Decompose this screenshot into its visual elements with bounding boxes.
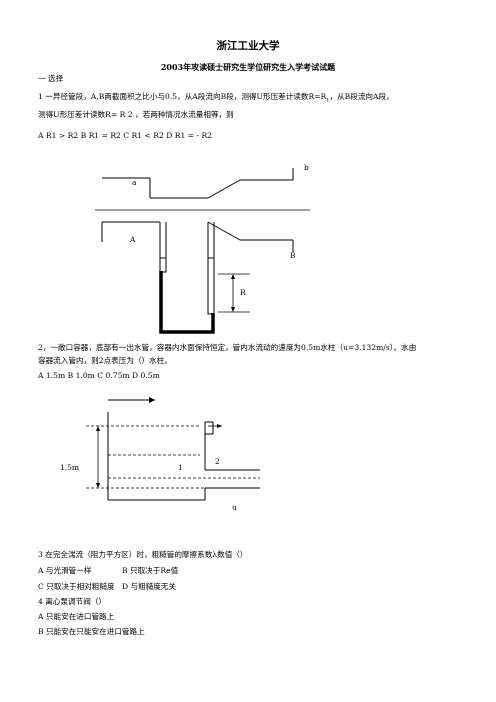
q3-line1: 3 在完全湍流（阻力平方区）时，粗糙管的摩擦系数λ数值（）	[38, 550, 248, 559]
q3-optB: B 只取决于Re值	[122, 566, 179, 575]
section-title: 一 选择	[38, 74, 64, 83]
q3-optD: D 与粗糙度无关	[122, 582, 177, 591]
fig2-label-2: 2	[215, 457, 220, 466]
q3-optC: C 只取决于相对粗糙度	[38, 582, 115, 591]
q2-line1: 2，一敞口容器，底部有一出水管，容器内水面保持恒定，管内水流动的速度为0.5m水…	[38, 343, 417, 352]
fig1-label-A: A	[129, 235, 136, 244]
q1-line2: 测得U形压差计读数R= R 2 ，若两种情况水流量相等，则	[38, 110, 234, 119]
school-name: 浙江工业大学	[216, 40, 280, 52]
fig1-label-R: R	[240, 288, 246, 297]
fig2-label-height: 1.5m	[60, 463, 79, 472]
fig1-label-a: a	[132, 178, 137, 187]
fig2-label-u: u	[232, 503, 237, 512]
q2-figure	[86, 397, 260, 501]
fig2-label-1: 1	[178, 463, 183, 472]
q1-line1: 1 一异径管段，A,B两截面积之比小与0.5，从A段流向B段，测得U形压差计读数…	[38, 92, 394, 104]
fig1-label-B: B	[290, 251, 296, 260]
q4-optA: A 只能安在进口管路上	[38, 612, 115, 621]
exam-title: 2003年攻读硕士研究生学位研究生入学考试试题	[160, 62, 336, 72]
q4-line1: 4 离心泵调节阀（）	[38, 597, 106, 606]
q2-options: A 1.5m B 1.0m C 0.75m D 0.5m	[38, 371, 160, 380]
q3-optA: A 与光滑管一样	[38, 566, 92, 575]
q1-options: A R1 > R2 B R1 = R2 C R1 < R2 D R1 = - R…	[38, 131, 212, 140]
fig1-label-b: b	[304, 163, 309, 172]
q2-line2: 容器流入管内，则2点表压为（）水柱。	[38, 356, 172, 365]
q1-figure	[95, 168, 310, 334]
q4-optB: B 只能安在只能安在进口管路上	[38, 627, 145, 636]
